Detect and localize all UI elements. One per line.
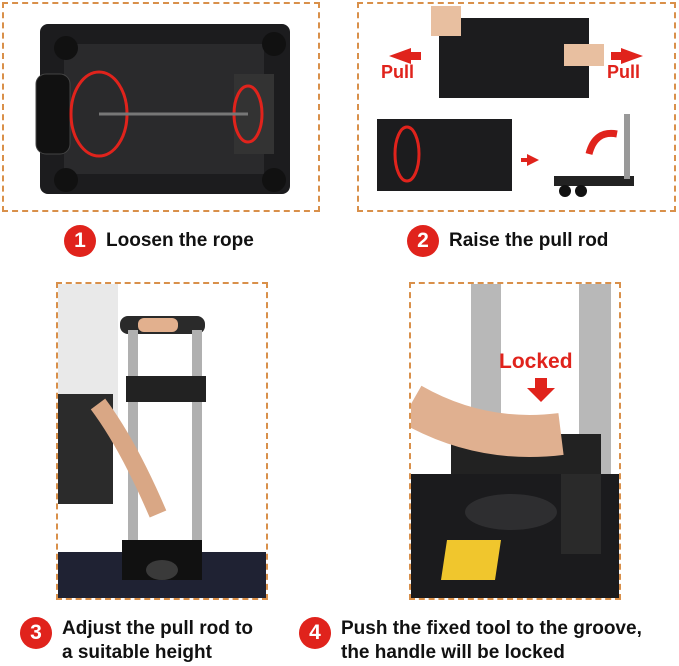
locked-label: Locked: [499, 350, 573, 373]
step1-photo-panel: [2, 2, 320, 212]
step2-photo-panel: Pull Pull: [357, 2, 676, 212]
step4-number-badge: 4: [299, 617, 331, 649]
step4-caption: 4 Push the fixed tool to the groove, the…: [299, 617, 642, 665]
step1-caption: 1 Loosen the rope: [64, 225, 254, 257]
step1-number-badge: 1: [64, 225, 96, 257]
step4-text: Push the fixed tool to the groove, the h…: [341, 618, 642, 663]
step3-number-badge: 3: [20, 617, 52, 649]
handle-lock-illustration: [411, 284, 619, 598]
step2-text: Raise the pull rod: [449, 230, 609, 251]
step2-caption: 2 Raise the pull rod: [407, 225, 608, 257]
step3-caption: 3 Adjust the pull rod to a suitable heig…: [20, 617, 253, 665]
step4-photo-panel: Locked: [409, 282, 621, 600]
cart-underside-illustration: [35, 24, 290, 194]
pull-right-label: Pull: [607, 62, 641, 82]
step2-number-badge: 2: [407, 225, 439, 257]
pull-rod-adjust-illustration: [58, 284, 266, 598]
pull-left-label: Pull: [381, 62, 415, 82]
cart-unfold-illustration: [377, 6, 643, 197]
step3-photo-panel: [56, 282, 268, 600]
step3-text: Adjust the pull rod to a suitable height: [62, 618, 254, 663]
step1-text: Loosen the rope: [106, 230, 254, 251]
